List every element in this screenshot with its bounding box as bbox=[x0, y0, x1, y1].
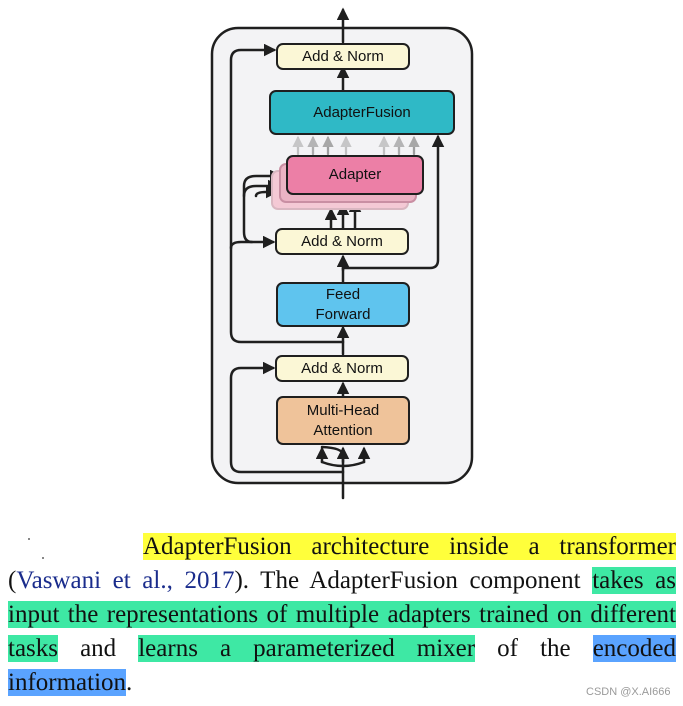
caption-text: . bbox=[126, 669, 133, 696]
caption-text: of the bbox=[475, 635, 593, 662]
multi-head-attention-block: Multi-Head Attention bbox=[276, 396, 410, 445]
caption-text: ). The AdapterFusion component bbox=[234, 567, 593, 594]
caption-mixer-highlight: learns a parameterized mixer bbox=[138, 635, 476, 662]
caption-text: ( bbox=[8, 567, 17, 594]
adapter-block: Adapter bbox=[286, 155, 424, 195]
bypass-to-fusion bbox=[341, 134, 445, 270]
caption-text: and bbox=[58, 635, 139, 662]
adapterfusion-block: AdapterFusion bbox=[269, 90, 455, 135]
residual-adapter-3 bbox=[254, 185, 279, 199]
decor-speck bbox=[28, 538, 30, 540]
decor-speck bbox=[42, 557, 44, 559]
transformer-diagram: Add & Norm AdapterFusion Adapter Add & N… bbox=[210, 7, 474, 500]
caption-title-highlight: AdapterFusion architecture inside a tran… bbox=[143, 533, 676, 560]
bottom-add-norm-block: Add & Norm bbox=[275, 355, 409, 382]
residual-feed bbox=[229, 43, 345, 344]
residual-adapter bbox=[242, 169, 283, 244]
feed-forward-block: Feed Forward bbox=[276, 282, 410, 327]
caption-citation-link[interactable]: Vaswani et al., 2017 bbox=[16, 567, 235, 594]
residual-feed-mid bbox=[229, 235, 276, 250]
watermark: CSDN @X.AI666 bbox=[586, 686, 671, 698]
caption-paragraph: AdapterFusion architecture inside a tran… bbox=[8, 530, 676, 700]
figure-caption: AdapterFusion architecture inside a tran… bbox=[8, 530, 676, 700]
top-add-norm-block: Add & Norm bbox=[276, 43, 410, 70]
mid-add-norm-block: Add & Norm bbox=[275, 228, 409, 255]
residual-adapter-2 bbox=[242, 179, 281, 198]
residual-attention bbox=[229, 361, 345, 474]
